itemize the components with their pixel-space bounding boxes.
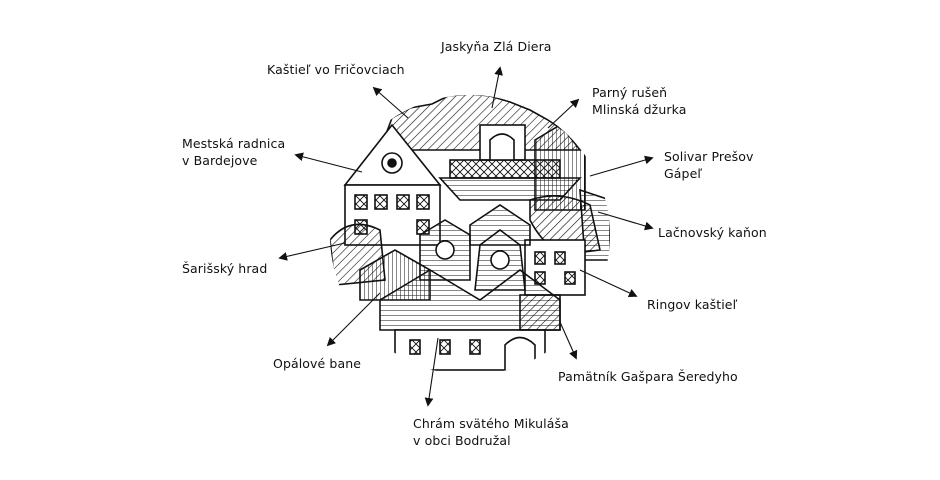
- label-solivar: Solivar Prešov Gápeľ: [664, 148, 754, 182]
- arrow-radnica: [294, 152, 363, 173]
- label-line: Pamätník Gašpara Šeredyho: [558, 369, 738, 384]
- label-line: Mlinská džurka: [592, 102, 687, 117]
- label-line: Chrám svätého Mikuláša: [413, 416, 569, 431]
- label-opalove: Opálové bane: [273, 355, 361, 372]
- arrow-jaskyna: [491, 66, 503, 109]
- label-line: v Bardejove: [182, 153, 258, 168]
- leader-arrows: [278, 66, 654, 407]
- arrow-solivar: [589, 155, 654, 177]
- arrow-lacnovsky: [597, 211, 654, 231]
- arrow-opalove: [326, 292, 381, 347]
- label-jaskyna: Jaskyňa Zlá Diera: [441, 38, 552, 55]
- arrow-chram: [424, 337, 439, 407]
- label-line: Opálové bane: [273, 356, 362, 371]
- label-line: Kaštieľ vo Fričovciach: [267, 62, 405, 77]
- label-line: Parný rušeň: [592, 85, 668, 100]
- label-lacnovsky: Lačnovský kaňon: [658, 224, 767, 241]
- label-line: Solivar Prešov: [664, 149, 754, 164]
- label-line: Ringov kaštieľ: [647, 297, 738, 312]
- label-ringov: Ringov kaštieľ: [647, 296, 737, 313]
- label-line: v obci Bodružal: [413, 433, 511, 448]
- label-chram: Chrám svätého Mikuláša v obci Bodružal: [413, 415, 569, 449]
- arrow-parny-rusen: [547, 98, 580, 129]
- arrow-sarissky: [278, 242, 346, 261]
- label-line: Mestská radnica: [182, 136, 286, 151]
- label-parny-rusen: Parný rušeň Mlinská džurka: [592, 84, 686, 118]
- label-pamatnik: Pamätník Gašpara Šeredyho: [558, 368, 738, 385]
- label-kastiel-fricovce: Kaštieľ vo Fričovciach: [267, 61, 405, 78]
- label-line: Lačnovský kaňon: [658, 225, 767, 240]
- arrow-ringov: [579, 269, 638, 298]
- label-line: Šarišský hrad: [182, 261, 268, 276]
- arrow-kastiel-fricovce: [372, 86, 409, 119]
- arrow-pamatnik: [559, 321, 578, 360]
- label-radnica: Mestská radnica v Bardejove: [182, 135, 285, 169]
- label-sarissky: Šarišský hrad: [182, 260, 267, 277]
- label-line: Gápeľ: [664, 166, 703, 181]
- landmarks-illustration: [330, 95, 610, 371]
- label-line: Jaskyňa Zlá Diera: [441, 39, 552, 54]
